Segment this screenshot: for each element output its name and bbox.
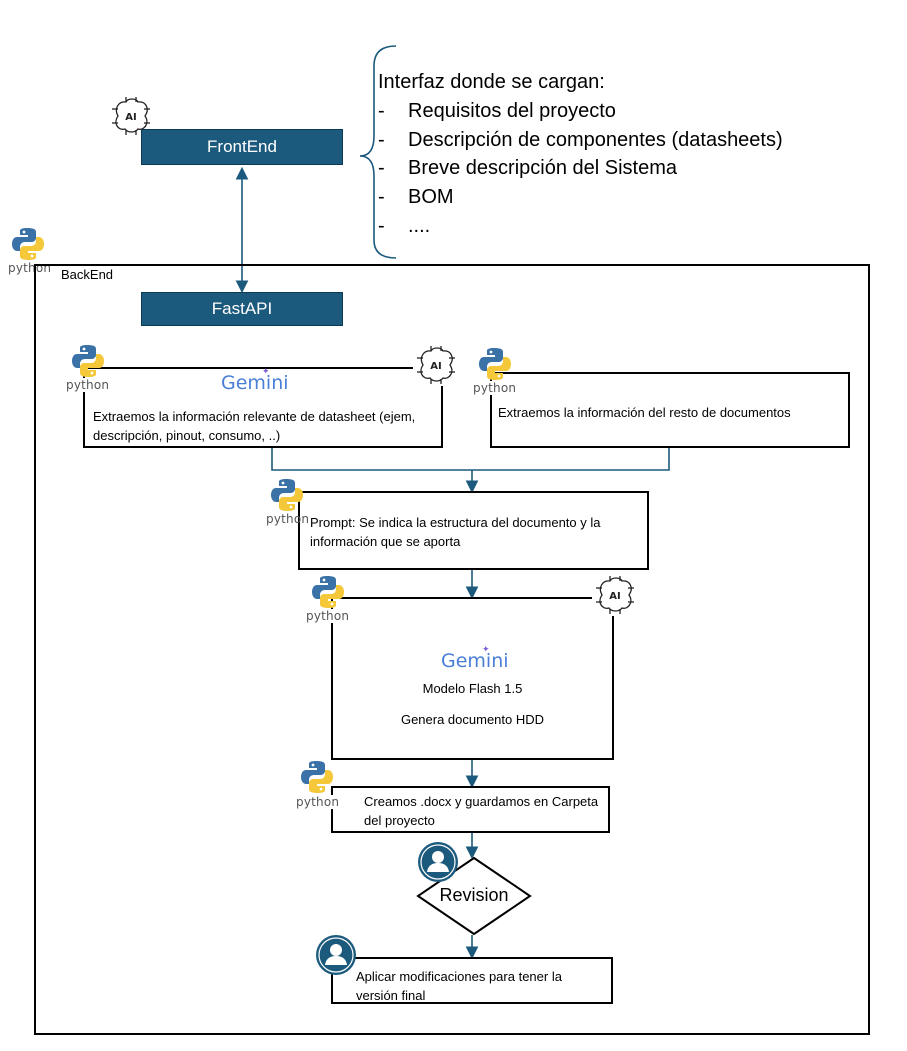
python-icon [301,760,333,794]
fastapi-box: FastAPI [141,292,343,326]
fastapi-label: FastAPI [211,299,273,318]
revision-label: Revision [439,885,509,905]
python-icon [72,344,104,378]
final-version-text: Aplicar modificaciones para tener la ver… [356,969,562,1003]
bullet-dash: - [378,214,385,237]
python-icon [479,347,511,381]
ai-chip-icon: AI [108,95,154,137]
prompt-text: Prompt: Se indica la estructura del docu… [310,515,601,549]
interface-note-item: -Requisitos del proyecto [378,97,878,126]
ai-chip-label: AI [125,112,136,123]
prompt-box [298,491,649,570]
user-icon [417,841,459,883]
bullet-dash: - [378,157,385,180]
python-icon [312,575,344,609]
frontend-label: FrontEnd [207,137,277,156]
user-icon [315,934,357,976]
gemini-sparkle-icon: ✦ [262,366,270,376]
bullet-dash: - [378,186,385,209]
python-label: python [66,378,110,392]
generate-text: Genera documento HDD [400,712,545,727]
datasheet-extraction-box [83,367,443,448]
python-icon [271,478,303,512]
gemini-logo: Gemini [441,650,509,672]
ai-chip-label: AI [609,591,620,602]
ai-chip-label: AI [430,361,441,372]
bullet-dash: - [378,99,385,122]
backend-container [34,264,870,1035]
curly-brace [359,45,397,259]
frontend-box: FrontEnd [141,129,343,165]
python-icon [12,227,44,261]
ai-chip-icon: AI [592,574,638,616]
datasheet-extraction-text: Extraemos la información relevante de da… [93,409,416,443]
merge-connector [271,448,670,471]
python-label: python [473,381,517,395]
gemini-sparkle-icon: ✦ [482,644,490,654]
docx-box [331,786,610,833]
gemini-model-box [331,597,614,760]
final-version-box [331,957,613,1004]
backend-label: BackEnd [61,267,114,282]
gemini-logo: Gemini [221,372,289,394]
ai-chip-icon: AI [413,344,459,386]
interface-note-intro: Interfaz donde se cargan: [378,71,605,93]
other-documents-box [490,372,850,448]
interface-note-item: -.... [378,212,878,241]
interface-note: Interfaz donde se cargan: -Requisitos de… [378,68,878,241]
python-label: python [306,609,350,623]
bullet-dash: - [378,128,385,151]
python-label: python [266,512,310,526]
interface-note-item: -Breve descripción del Sistema [378,154,878,183]
python-label: python [296,795,340,809]
interface-note-item: -BOM [378,183,878,212]
docx-text: Creamos .docx y guardamos en Carpeta del… [364,794,599,828]
interface-note-item: -Descripción de componentes (datasheets) [378,126,878,155]
model-name-text: Modelo Flash 1.5 [422,681,523,696]
other-documents-text: Extraemos la información del resto de do… [498,405,791,420]
